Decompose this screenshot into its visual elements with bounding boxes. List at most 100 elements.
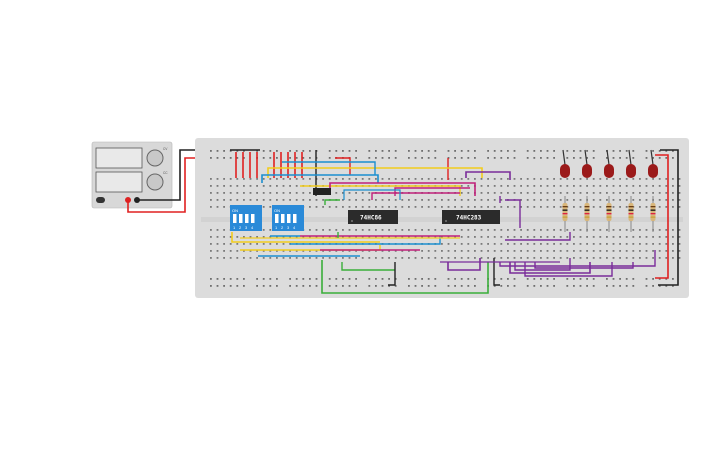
breadboard-hole[interactable]: [302, 178, 305, 180]
breadboard-hole[interactable]: [322, 236, 324, 238]
breadboard-hole[interactable]: [579, 199, 582, 201]
breadboard-hole[interactable]: [223, 157, 225, 159]
breadboard-hole[interactable]: [302, 285, 305, 287]
breadboard-hole[interactable]: [526, 157, 529, 159]
breadboard-hole[interactable]: [361, 206, 364, 208]
breadboard-hole[interactable]: [335, 285, 338, 287]
breadboard-hole[interactable]: [276, 199, 278, 201]
breadboard-hole[interactable]: [262, 178, 265, 180]
led-1[interactable]: [560, 164, 570, 178]
breadboard-hole[interactable]: [573, 257, 575, 259]
breadboard-hole[interactable]: [665, 157, 668, 159]
led-3[interactable]: [604, 164, 614, 178]
breadboard-hole[interactable]: [672, 250, 674, 252]
breadboard-hole[interactable]: [599, 243, 602, 245]
breadboard-hole[interactable]: [652, 236, 654, 238]
breadboard-hole[interactable]: [632, 157, 635, 159]
breadboard-hole[interactable]: [500, 285, 503, 287]
resistor-1[interactable]: [562, 203, 568, 221]
breadboard-hole[interactable]: [599, 250, 602, 252]
breadboard-hole[interactable]: [381, 285, 384, 287]
breadboard-hole[interactable]: [368, 206, 371, 208]
breadboard-hole[interactable]: [533, 150, 536, 152]
breadboard-hole[interactable]: [243, 236, 245, 238]
breadboard-hole[interactable]: [533, 229, 536, 231]
breadboard-hole[interactable]: [229, 157, 232, 159]
breadboard-hole[interactable]: [546, 192, 549, 194]
breadboard-hole[interactable]: [500, 192, 503, 194]
breadboard-hole[interactable]: [586, 185, 588, 187]
breadboard-hole[interactable]: [467, 178, 470, 180]
breadboard-hole[interactable]: [467, 257, 470, 259]
breadboard-hole[interactable]: [573, 199, 575, 201]
breadboard-hole[interactable]: [262, 229, 265, 231]
breadboard-hole[interactable]: [625, 257, 628, 259]
breadboard-hole[interactable]: [328, 257, 331, 259]
breadboard-hole[interactable]: [612, 236, 615, 238]
breadboard-hole[interactable]: [388, 229, 390, 231]
breadboard-hole[interactable]: [553, 192, 555, 194]
breadboard-hole[interactable]: [447, 257, 450, 259]
breadboard-hole[interactable]: [421, 150, 423, 152]
breadboard-hole[interactable]: [500, 243, 503, 245]
breadboard-hole[interactable]: [342, 199, 344, 201]
breadboard-hole[interactable]: [474, 250, 476, 252]
breadboard-hole[interactable]: [639, 250, 641, 252]
breadboard-hole[interactable]: [315, 229, 318, 231]
breadboard-hole[interactable]: [467, 199, 470, 201]
breadboard-hole[interactable]: [606, 229, 608, 231]
breadboard-hole[interactable]: [302, 236, 305, 238]
breadboard-hole[interactable]: [295, 199, 298, 201]
breadboard-hole[interactable]: [355, 150, 357, 152]
breadboard-hole[interactable]: [474, 178, 476, 180]
breadboard-hole[interactable]: [282, 257, 285, 259]
breadboard-hole[interactable]: [322, 178, 324, 180]
breadboard-hole[interactable]: [236, 192, 239, 194]
breadboard-hole[interactable]: [295, 236, 298, 238]
breadboard-hole[interactable]: [460, 199, 463, 201]
breadboard-hole[interactable]: [256, 199, 258, 201]
breadboard-hole[interactable]: [507, 150, 509, 152]
breadboard-hole[interactable]: [592, 278, 595, 280]
breadboard-hole[interactable]: [249, 185, 252, 187]
breadboard-hole[interactable]: [223, 206, 225, 208]
breadboard-hole[interactable]: [619, 192, 621, 194]
breadboard-hole[interactable]: [229, 285, 232, 287]
breadboard-hole[interactable]: [348, 178, 351, 180]
breadboard-hole[interactable]: [586, 178, 588, 180]
breadboard-hole[interactable]: [249, 199, 252, 201]
breadboard-hole[interactable]: [599, 185, 602, 187]
slide-switch[interactable]: [313, 188, 331, 195]
breadboard-hole[interactable]: [460, 285, 463, 287]
breadboard-hole[interactable]: [559, 229, 562, 231]
breadboard-hole[interactable]: [249, 250, 252, 252]
breadboard-hole[interactable]: [427, 285, 430, 287]
breadboard-hole[interactable]: [546, 199, 549, 201]
breadboard-hole[interactable]: [592, 206, 595, 208]
breadboard-hole[interactable]: [493, 206, 496, 208]
breadboard-hole[interactable]: [546, 250, 549, 252]
breadboard-hole[interactable]: [553, 250, 555, 252]
breadboard-hole[interactable]: [295, 150, 298, 152]
breadboard-hole[interactable]: [612, 285, 615, 287]
breadboard-hole[interactable]: [639, 257, 641, 259]
breadboard-hole[interactable]: [414, 250, 417, 252]
breadboard-hole[interactable]: [460, 157, 463, 159]
breadboard-hole[interactable]: [619, 199, 621, 201]
breadboard-hole[interactable]: [487, 192, 489, 194]
breadboard-hole[interactable]: [421, 278, 423, 280]
breadboard-hole[interactable]: [328, 278, 331, 280]
breadboard-hole[interactable]: [487, 185, 489, 187]
breadboard-hole[interactable]: [368, 257, 371, 259]
breadboard-hole[interactable]: [500, 236, 503, 238]
breadboard-hole[interactable]: [553, 257, 555, 259]
breadboard-hole[interactable]: [355, 199, 357, 201]
breadboard-hole[interactable]: [381, 278, 384, 280]
breadboard-hole[interactable]: [276, 185, 278, 187]
dip-switch-2[interactable]: ON 1 2 3 4: [272, 205, 304, 231]
breadboard-hole[interactable]: [619, 250, 621, 252]
breadboard-hole[interactable]: [276, 192, 278, 194]
dip-switch-1[interactable]: ON 1 2 3 4: [230, 205, 262, 231]
breadboard-hole[interactable]: [388, 257, 390, 259]
breadboard-hole[interactable]: [599, 178, 602, 180]
